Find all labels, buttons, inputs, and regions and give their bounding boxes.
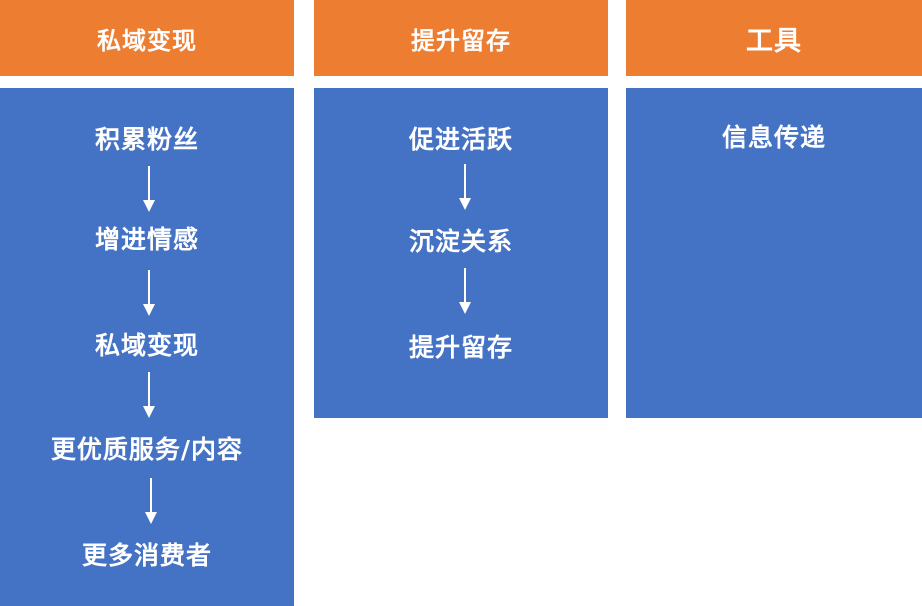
column-header-label: 私域变现 bbox=[97, 26, 197, 55]
flow-step: 促进活跃 bbox=[408, 125, 513, 154]
column-header-2: 提升留存 bbox=[314, 0, 608, 76]
column-header-3: 工具 bbox=[626, 0, 922, 76]
column-header-1: 私域变现 bbox=[0, 0, 294, 76]
column-header-label: 工具 bbox=[746, 25, 802, 57]
column-panel-2: 促进活跃 沉淀关系 提升留存 bbox=[314, 88, 608, 418]
flow-step: 更多消费者 bbox=[81, 541, 212, 570]
flow-step: 增进情感 bbox=[94, 225, 199, 254]
down-arrow-icon bbox=[142, 166, 156, 212]
flow-step: 沉淀关系 bbox=[408, 227, 513, 256]
column-header-label: 提升留存 bbox=[411, 26, 511, 55]
down-arrow-icon bbox=[142, 372, 156, 418]
down-arrow-icon bbox=[142, 270, 156, 316]
column-panel-3: 信息传递 bbox=[626, 88, 922, 418]
down-arrow-icon bbox=[144, 478, 158, 524]
flow-step: 私域变现 bbox=[94, 331, 199, 360]
flow-step: 更优质服务/内容 bbox=[50, 435, 244, 464]
down-arrow-icon bbox=[458, 164, 472, 210]
down-arrow-icon bbox=[458, 268, 472, 314]
flow-step: 积累粉丝 bbox=[94, 125, 199, 154]
flow-step: 提升留存 bbox=[408, 333, 513, 362]
flow-step: 信息传递 bbox=[721, 123, 826, 152]
column-panel-1: 积累粉丝 增进情感 私域变现 更优质服务/内容 更多消费者 bbox=[0, 88, 294, 606]
